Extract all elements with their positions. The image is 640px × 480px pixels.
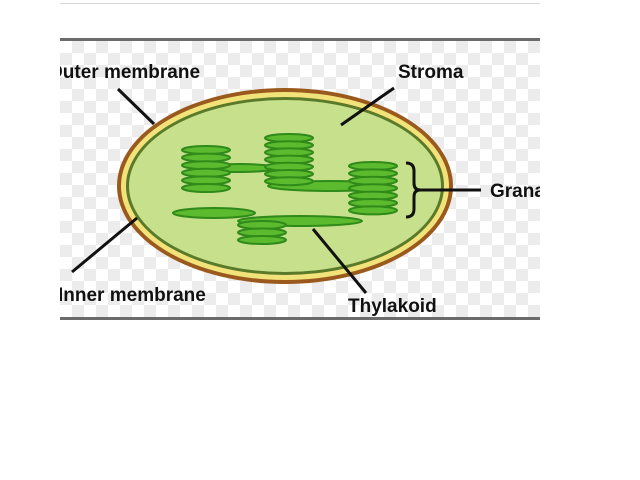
granum-disc [348, 205, 398, 216]
leader-lines [71, 86, 481, 294]
leader-outer-membrane [116, 87, 156, 126]
leader-stroma [340, 86, 395, 127]
chloroplast-svg: Outer membrane Stroma Grana Inner membra… [60, 62, 540, 317]
stroma-lamella [172, 207, 256, 219]
granum-disc [237, 235, 287, 245]
thylakoid-system [172, 133, 398, 245]
leader-thylakoid [311, 228, 368, 294]
label-grana: Grana [490, 181, 540, 202]
label-stroma: Stroma [398, 62, 464, 83]
label-outer-membrane: Outer membrane [60, 62, 200, 83]
granum-disc [264, 176, 314, 187]
leader-inner-membrane [71, 216, 138, 274]
grana-bracket [405, 161, 421, 219]
granum-disc [181, 183, 231, 193]
label-inner-membrane: Inner membrane [60, 285, 206, 306]
label-thylakoid: Thylakoid [348, 296, 437, 317]
top-divider [60, 3, 540, 4]
chloroplast-diagram: Outer membrane Stroma Grana Inner membra… [60, 38, 540, 320]
